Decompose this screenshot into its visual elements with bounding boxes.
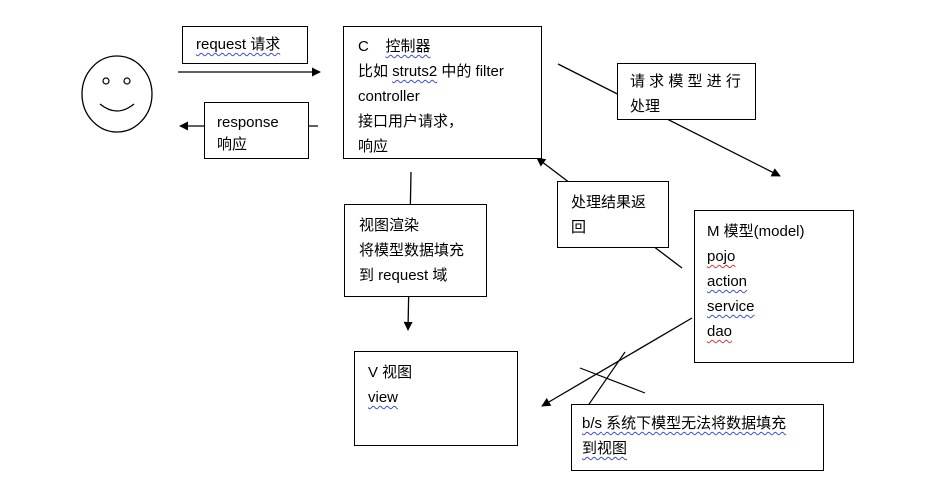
controller-title: C 控制器 xyxy=(358,38,431,55)
result-return-label-2: 回 xyxy=(571,219,587,236)
controller-desc-2: 响应 xyxy=(358,138,389,155)
response-label-box: response 响应 xyxy=(204,102,309,159)
render-desc: 将模型数据填充 xyxy=(359,242,465,259)
view-title: V 视图 xyxy=(368,364,413,381)
note-line-2: 到视图 xyxy=(582,440,628,457)
render-box: 视图渲染 将模型数据填充 到 request 域 xyxy=(344,204,487,297)
note-box: b/s 系统下模型无法将数据填充 到视图 xyxy=(571,404,824,471)
render-title: 视图渲染 xyxy=(359,217,420,234)
model-item-pojo: pojo xyxy=(707,248,736,265)
controller-box: C 控制器 比如 struts2 中的 filter controller 接口… xyxy=(343,26,542,159)
model-request-box: 请 求 模 型 进 行 处理 xyxy=(617,63,756,120)
controller-desc: 接口用户请求， xyxy=(358,113,464,130)
model-box: M 模型(model) pojo action service dao xyxy=(694,210,854,363)
model-item-dao: dao xyxy=(707,323,733,340)
user-smiley-icon xyxy=(81,55,153,133)
model-item-service: service xyxy=(707,298,755,315)
view-name: view xyxy=(368,389,399,406)
model-title: M 模型(model) xyxy=(707,223,805,240)
model-item-action: action xyxy=(707,273,748,290)
model-request-label-2: 处理 xyxy=(630,98,661,115)
request-label: request 请求 xyxy=(196,36,281,53)
note-line-1: b/s 系统下模型无法将数据填充 xyxy=(582,415,787,432)
controller-to-model-arrow xyxy=(557,63,781,177)
result-return-box: 处理结果返 回 xyxy=(557,181,669,248)
model-to-view-arrow xyxy=(541,317,693,407)
controller-example: 比如 struts2 中的 filter xyxy=(358,63,504,80)
response-label: response xyxy=(217,114,279,131)
cross-out-mark xyxy=(579,351,646,411)
view-box: V 视图 view xyxy=(354,351,518,446)
controller-name: controller xyxy=(358,88,420,105)
result-return-label: 处理结果返 xyxy=(571,194,647,211)
render-desc-2: 到 request 域 xyxy=(359,267,448,284)
request-label-box: request 请求 xyxy=(182,26,308,64)
response-label-cn: 响应 xyxy=(217,136,248,153)
model-request-label: 请 求 模 型 进 行 xyxy=(630,73,741,90)
